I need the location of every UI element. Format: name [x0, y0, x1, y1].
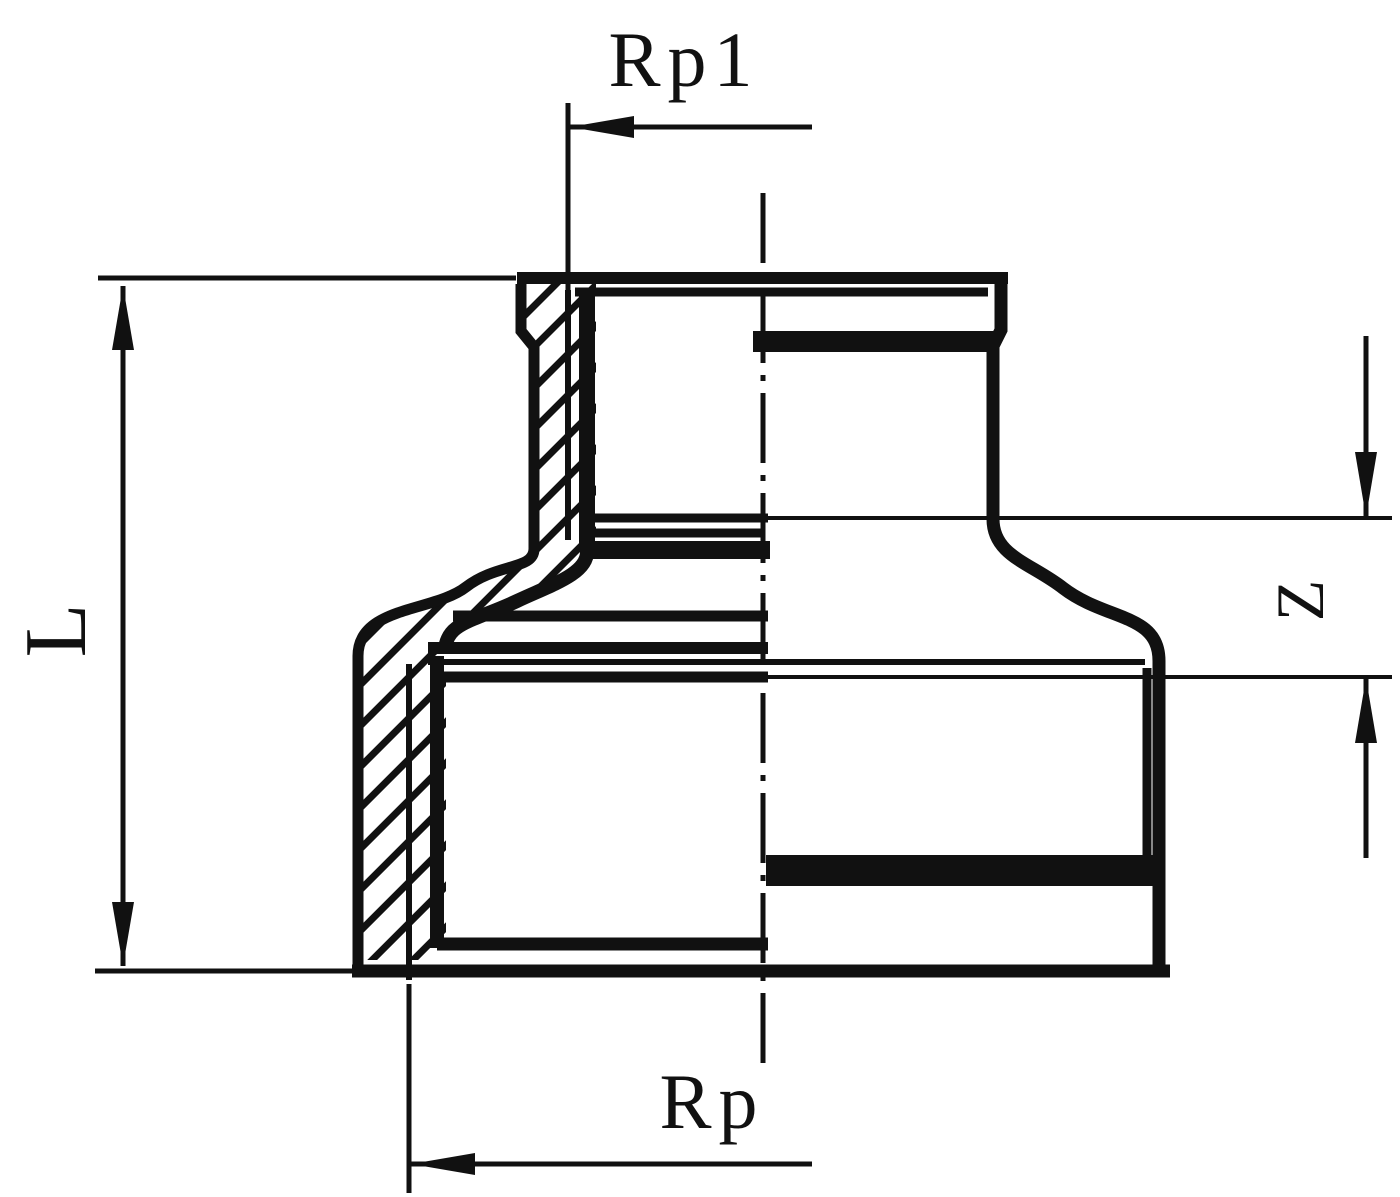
dimension-rp — [406, 984, 812, 1193]
thread-band-small-socket — [753, 331, 994, 352]
left-outer-contour — [352, 284, 540, 967]
thread-band-large-socket — [766, 855, 1154, 886]
z-arrowhead-lower — [1355, 678, 1377, 743]
l-arrowhead-bottom — [112, 902, 134, 966]
inner-shoulder-curve — [438, 550, 594, 652]
rp-arrowhead — [411, 1153, 475, 1175]
dimension-rp1 — [565, 103, 812, 290]
dimension-l — [95, 275, 516, 974]
dimension-label-z: Z — [1262, 573, 1338, 622]
dimension-label-rp1: Rp1 — [608, 16, 759, 103]
fitting-body — [352, 272, 1170, 980]
l-arrowhead-top — [112, 286, 134, 350]
dimension-label-l: L — [8, 597, 105, 658]
z-arrowhead-upper — [1355, 452, 1377, 517]
thread-relief-bands — [753, 331, 1154, 886]
rp1-arrowhead — [570, 116, 634, 138]
dimension-z — [768, 336, 1392, 858]
dimension-label-rp: Rp — [659, 1058, 764, 1145]
right-outer-contour — [986, 284, 1166, 966]
